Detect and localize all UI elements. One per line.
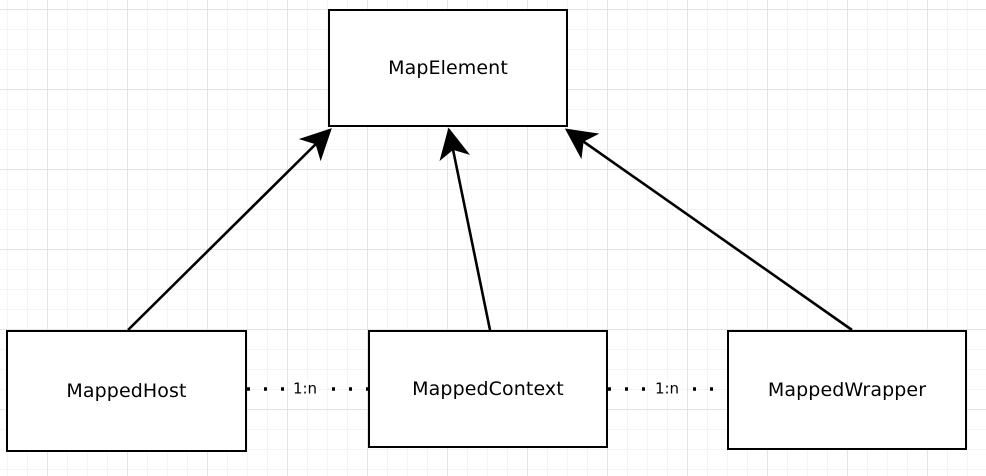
class-box-mapped-host[interactable]: MappedHost xyxy=(6,330,247,452)
generalization-host-to-element xyxy=(127,128,332,331)
generalization-context-to-element xyxy=(439,127,492,331)
class-box-mapped-context[interactable]: MappedContext xyxy=(368,330,608,448)
class-name-mapped-wrapper: MappedWrapper xyxy=(767,378,927,401)
class-box-map-element[interactable]: MapElement xyxy=(328,9,568,127)
class-name-mapped-host: MappedHost xyxy=(66,379,187,402)
association-label-context-wrapper: 1:n xyxy=(652,379,682,398)
generalization-arrow-wrapper xyxy=(564,128,853,332)
generalization-arrow-context xyxy=(439,127,492,331)
class-name-mapped-context: MappedContext xyxy=(412,377,564,400)
generalization-wrapper-to-element xyxy=(564,128,853,332)
class-box-mapped-wrapper[interactable]: MappedWrapper xyxy=(727,330,967,450)
association-label-host-context: 1:n xyxy=(290,379,320,398)
class-name-map-element: MapElement xyxy=(388,56,508,79)
generalization-arrow-host xyxy=(127,128,332,331)
